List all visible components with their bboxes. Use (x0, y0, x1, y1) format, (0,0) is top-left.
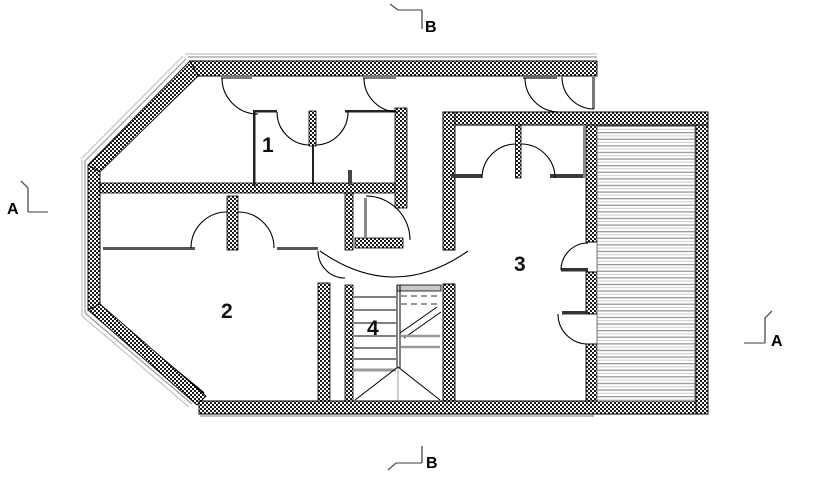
wall-center-vertical-upper (442, 111, 456, 251)
wall-center-vertical-lower (442, 283, 456, 402)
wall-deck-left-upper (585, 124, 598, 243)
wall-deck-left-mid (585, 271, 598, 315)
wall-hall-west (344, 192, 354, 251)
exterior-walls (87, 60, 709, 415)
section-marker-b-top: B (389, 3, 437, 36)
wall-bottom (198, 400, 709, 415)
thin-partitions (103, 110, 586, 250)
door-arc-room1-left (276, 111, 311, 146)
door-leaf (364, 198, 367, 238)
door-arc-deck-lower (557, 313, 589, 345)
wall-top (189, 60, 598, 77)
wall-left (87, 164, 101, 311)
stair-treads-left (354, 296, 396, 372)
door-arc-right-room-left (481, 143, 517, 179)
right-room-south-stub-left (451, 174, 482, 178)
door-leaf (592, 76, 595, 109)
door-leaves (221, 75, 595, 315)
stair-landing (396, 284, 442, 292)
door-leaf (562, 311, 588, 315)
door-swing-arcs (190, 76, 595, 345)
wall-room1-west-thin (253, 110, 256, 186)
wall-room1-divider-thin (312, 146, 314, 186)
interior-walls (99, 107, 522, 402)
wall-room2-north-right (277, 247, 318, 250)
door-arc-corridor-double-right (237, 211, 275, 249)
door-leaf (523, 75, 557, 79)
staircase (354, 284, 442, 401)
wall-deck-top (442, 111, 709, 126)
section-marker-a-right: A (744, 310, 783, 350)
wall-chamfer-top-left (87, 60, 199, 173)
door-arc-hall (365, 195, 411, 241)
room1-door-post (308, 110, 317, 147)
wall-room2-north-left (103, 247, 195, 250)
room-label-3: 3 (514, 253, 526, 276)
stair-treads-right-gray (401, 334, 440, 349)
wall-hall-south (354, 237, 404, 249)
svg-text:A: A (7, 201, 19, 218)
door-arc-top-right-1 (524, 77, 560, 113)
wall-room2-east (317, 282, 331, 402)
wall-room1-east (394, 107, 408, 209)
door-arc-entry-left (221, 77, 259, 115)
double-door-post (226, 195, 239, 251)
wall-stair-west (344, 284, 354, 402)
svg-text:B: B (426, 455, 438, 472)
door-arc-room1-right (314, 111, 349, 146)
deck-area (596, 125, 696, 402)
wall-chamfer-bottom-left (87, 303, 207, 406)
door-arc-top-right-2 (561, 76, 595, 110)
room-label-4: 4 (367, 317, 379, 340)
door-leaf (221, 75, 252, 79)
wall-room1-north-stub-right (345, 110, 395, 113)
svg-text:A: A (771, 333, 783, 350)
door-leaf (561, 268, 588, 272)
door-arc-entry-mid (363, 77, 399, 113)
svg-text:B: B (425, 19, 437, 36)
section-marker-b-bottom: B (387, 446, 438, 472)
stair-break-line (399, 306, 442, 339)
right-room-east-thin (583, 125, 586, 178)
room-label-1: 1 (262, 134, 274, 157)
door-arc-deck-upper (560, 242, 589, 271)
stair-winders (354, 366, 441, 401)
door-leaf (363, 75, 396, 79)
wall-room1-north-stub-left (254, 110, 277, 113)
outer-shadow-lines (80, 53, 597, 417)
wall-deck-left-lower (585, 343, 598, 402)
stair-treads-right-dashed (401, 295, 440, 305)
right-room-door-post (515, 124, 522, 179)
section-marker-a-left: A (7, 180, 48, 218)
door-arc-corridor-double-left (190, 211, 228, 249)
right-room-south-stub-right (550, 174, 586, 178)
door-arc-room2 (317, 250, 346, 279)
wall-right (695, 111, 709, 415)
stair-opening-arch (319, 250, 469, 278)
room-label-2: 2 (221, 300, 233, 323)
corridor-jamb-stub (348, 170, 352, 185)
door-arc-right-room-right (520, 143, 556, 179)
